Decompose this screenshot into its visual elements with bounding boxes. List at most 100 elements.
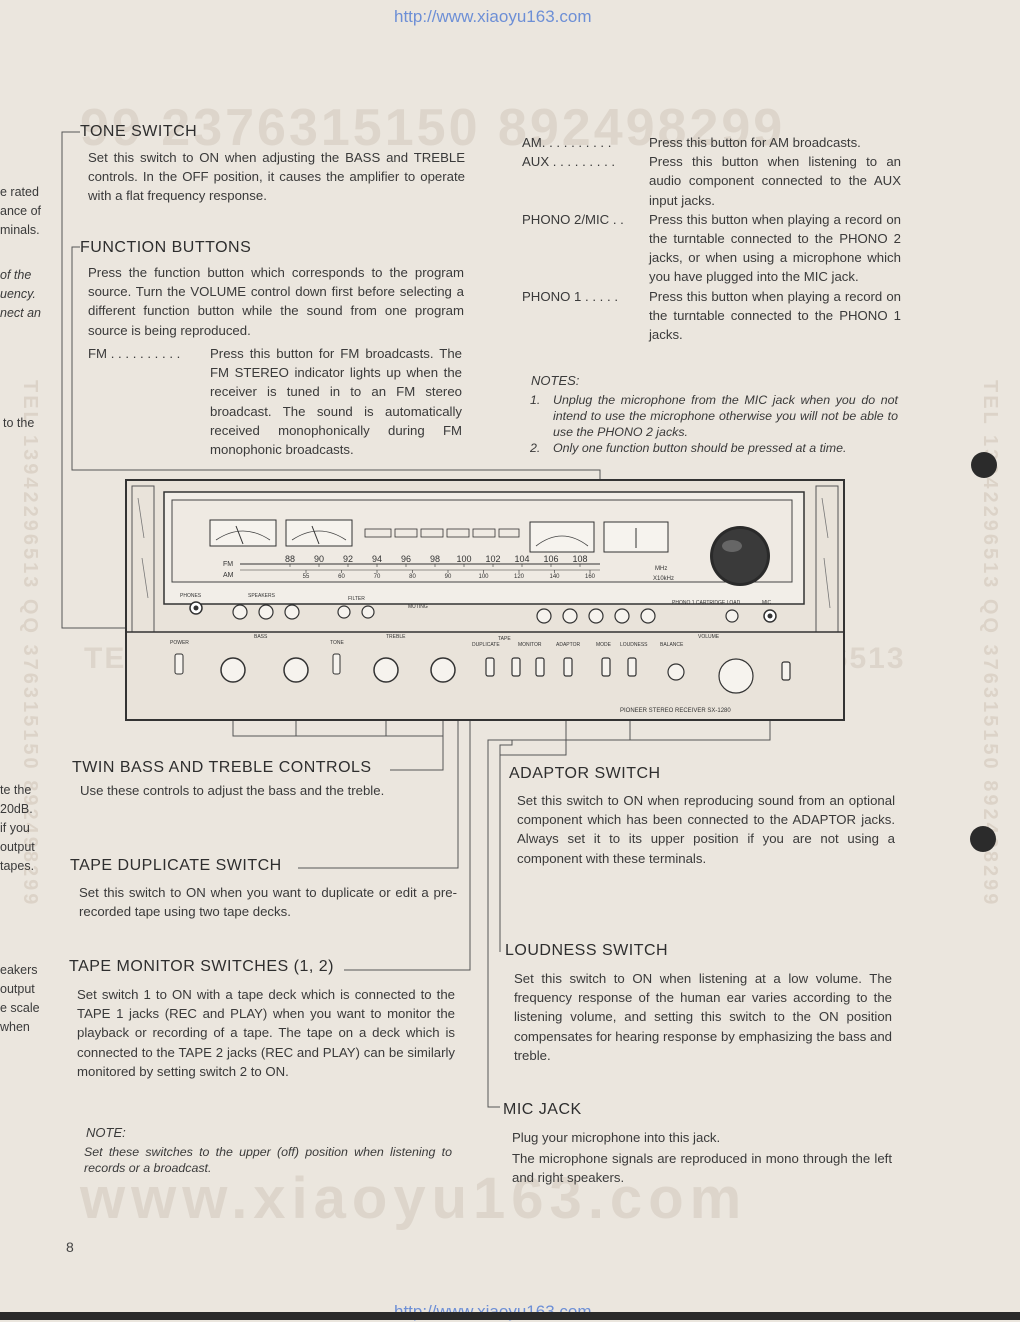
fm-tick: 90 — [314, 554, 324, 564]
balance-label: BALANCE — [660, 642, 684, 648]
cartridge-load-knob[interactable] — [725, 609, 739, 623]
fm-tick: 108 — [572, 554, 587, 564]
adaptor-switch[interactable] — [563, 657, 573, 677]
function-button-phono2[interactable] — [614, 608, 630, 624]
bass-knob-right[interactable] — [283, 657, 309, 683]
note-left-body: Set these switches to the upper (off) po… — [84, 1145, 452, 1175]
muting-label: MUTING — [408, 604, 428, 610]
treble-knob-left[interactable] — [373, 657, 399, 683]
twin-controls-heading: TWIN BASS AND TREBLE CONTROLS — [72, 759, 372, 776]
function-button-aux[interactable] — [588, 608, 604, 624]
tape-monitor-switch-1[interactable] — [511, 657, 521, 677]
mhz-label: MHz — [655, 566, 667, 572]
volume-knob[interactable] — [718, 658, 754, 694]
note-item: 2. Only one function button should be pr… — [530, 441, 847, 455]
phones-label: PHONES — [180, 593, 202, 599]
fm-tick: 94 — [372, 554, 382, 564]
filter-button-low[interactable] — [337, 605, 351, 619]
function-button-phono1[interactable] — [640, 608, 656, 624]
speakers-button-b[interactable] — [258, 604, 274, 620]
note-left-title: NOTE: — [86, 1125, 126, 1140]
watermark-numbers: 99 2376315150 892498299 — [80, 99, 786, 157]
mic-jack-line2: The microphone signals are reproduced in… — [512, 1151, 892, 1186]
twin-controls-body: Use these controls to adjust the bass an… — [80, 783, 385, 798]
tone-label: TONE — [330, 640, 344, 646]
function-buttons-body: Press the function button which correspo… — [88, 265, 464, 338]
am-tick: 55 — [303, 574, 310, 580]
loudness-switch[interactable] — [627, 657, 637, 677]
tape-label: TAPE — [498, 636, 511, 642]
watermark-site: www.xiaoyu163.com — [80, 1166, 748, 1231]
tape-duplicate-switch[interactable] — [485, 657, 495, 677]
fm-label: FM — [223, 561, 233, 568]
duplicate-label: DUPLICATE — [472, 642, 500, 648]
am-label: AM — [223, 572, 234, 579]
am-tick: 140 — [549, 574, 560, 580]
notes-list: 1. Unplug the microphone from the MIC ja… — [530, 392, 898, 456]
function-am-row: AM. . . . . . . . . . Press this button … — [522, 135, 861, 150]
am-tick: 60 — [338, 574, 345, 580]
function-aux-row: AUX . . . . . . . . . Press this button … — [522, 154, 901, 208]
speakers-label: SPEAKERS — [248, 593, 276, 599]
am-tick: 80 — [409, 574, 416, 580]
fm-tick: 88 — [285, 554, 295, 564]
note-item: 1. Unplug the microphone from the MIC ja… — [530, 393, 898, 439]
balance-knob[interactable] — [667, 663, 685, 681]
function-buttons-heading: FUNCTION BUTTONS — [80, 239, 252, 256]
function-fm-key: FM . . . . . . . . . . — [88, 346, 181, 361]
fm-tick: 98 — [430, 554, 440, 564]
binder-hole-2 — [970, 826, 996, 852]
fm-tick: 102 — [485, 554, 500, 564]
monitor-label: MONITOR — [518, 642, 542, 648]
treble-knob-right[interactable] — [430, 657, 456, 683]
khz-label: X10kHz — [653, 576, 674, 582]
tape-duplicate-heading: TAPE DUPLICATE SWITCH — [70, 857, 282, 874]
function-phono1-row: PHONO 1 . . . . . Press this button when… — [522, 288, 901, 343]
power-switch[interactable] — [174, 653, 184, 675]
top-url[interactable]: http://www.xiaoyu163.com — [394, 7, 592, 26]
function-button-fm[interactable] — [536, 608, 552, 624]
am-tick: 160 — [585, 574, 596, 580]
filter-button-high[interactable] — [361, 605, 375, 619]
am-tick: 120 — [514, 574, 525, 580]
power-label: POWER — [170, 640, 189, 646]
mic-label: MIC — [762, 600, 772, 606]
am-tick: 90 — [445, 574, 452, 580]
tone-switch-heading: TONE SWITCH — [80, 123, 198, 140]
bass-knob-left[interactable] — [220, 657, 246, 683]
bass-label: BASS — [254, 634, 268, 640]
brand-label: PIONEER STEREO RECEIVER SX-1280 — [620, 708, 731, 714]
loudness-switch-body: Set this switch to ON when listening at … — [514, 971, 892, 1063]
adaptor-label: ADAPTOR — [556, 642, 580, 648]
mode-label: MODE — [596, 642, 612, 648]
mode-switch[interactable] — [601, 657, 611, 677]
speakers-button-c[interactable] — [284, 604, 300, 620]
function-list-right: AM. . . . . . . . . . Press this button … — [522, 133, 902, 344]
tone-switch[interactable] — [332, 653, 341, 675]
bottom-edge — [0, 1312, 1020, 1320]
loudness-label: LOUDNESS — [620, 642, 648, 648]
notes-title: NOTES: — [531, 373, 580, 388]
muting-switch[interactable] — [781, 661, 791, 681]
filter-label: FILTER — [348, 596, 365, 602]
loudness-switch-heading: LOUDNESS SWITCH — [505, 942, 669, 959]
volume-label: VOLUME — [698, 634, 720, 640]
fm-tick: 92 — [343, 554, 353, 564]
function-button-am[interactable] — [562, 608, 578, 624]
adaptor-switch-body: Set this switch to ON when reproducing s… — [517, 793, 895, 866]
fm-tick: 100 — [456, 554, 471, 564]
speakers-button-a[interactable] — [232, 604, 248, 620]
watermark-vertical-left: TEL 13942296513 QQ 376315150 892498299 — [19, 380, 41, 908]
function-fm-row: FM . . . . . . . . . . Press this button… — [88, 344, 462, 459]
tape-monitor-switch-2[interactable] — [535, 657, 545, 677]
cartridge-label: PHONO 1 CARTRIDGE LOAD — [672, 600, 741, 606]
adaptor-switch-heading: ADAPTOR SWITCH — [509, 765, 661, 782]
tape-monitor-heading: TAPE MONITOR SWITCHES (1, 2) — [69, 958, 334, 975]
